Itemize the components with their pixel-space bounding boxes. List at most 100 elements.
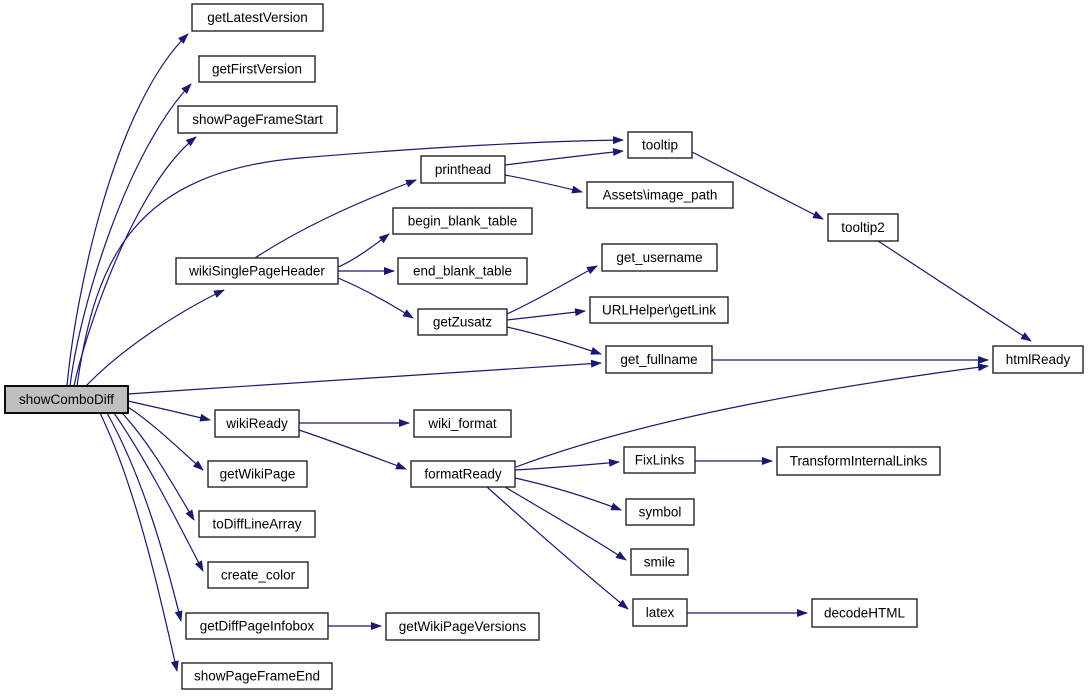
node-label-urlhelper_getlink: URLHelper\getLink [602,303,716,318]
node-end_blank_table[interactable]: end_blank_table [397,257,528,285]
node-box-get_fullname[interactable] [605,345,713,374]
node-toDiffLineArray[interactable]: toDiffLineArray [198,510,316,538]
node-box-latex[interactable] [632,598,688,627]
node-formatReady[interactable]: formatReady [410,460,516,488]
edge-getZusatz-to-get_fullname [506,326,602,355]
node-TransformInternalLinks[interactable]: TransformInternalLinks [776,446,941,476]
node-latex[interactable]: latex [632,598,688,627]
edge-showComboDiff-to-getLatestVersion [66,33,189,387]
node-box-wikiSinglePageHeader[interactable] [175,257,339,285]
edge-wikiSinglePageHeader-to-getZusatz [337,277,414,319]
node-box-get_username[interactable] [601,243,718,272]
node-htmlReady[interactable]: htmlReady [992,345,1084,374]
node-box-getWikiPage[interactable] [207,460,308,488]
edge-tooltip2-to-htmlReady [877,240,1032,342]
node-box-wiki_format[interactable] [413,409,512,438]
node-smile[interactable]: smile [630,548,689,576]
node-label-decodeHTML: decodeHTML [824,606,906,621]
node-box-showPageFrameEnd[interactable] [181,662,333,690]
edge-tooltip-to-tooltip2 [691,151,824,220]
node-box-showPageFrameStart[interactable] [177,105,338,134]
edge-wikiReady-to-formatReady [298,429,407,470]
edge-showComboDiff-to-getFirstVersion [69,83,192,387]
edge-showComboDiff-to-tooltip [76,136,624,387]
node-assets_image_path[interactable]: Assets\image_path [586,181,734,209]
edge-printhead-to-tooltip [504,148,624,166]
node-box-tooltip2[interactable] [827,213,899,242]
node-showPageFrameEnd[interactable]: showPageFrameEnd [181,662,333,690]
node-label-assets_image_path: Assets\image_path [603,188,718,203]
node-box-symbol[interactable] [625,498,695,526]
node-box-getLatestVersion[interactable] [191,3,324,32]
node-box-create_color[interactable] [207,561,309,589]
node-box-tooltip[interactable] [627,131,693,159]
edge-getZusatz-to-urlhelper_getlink [506,308,586,321]
node-label-getWikiPageVersions: getWikiPageVersions [399,619,527,634]
node-box-smile[interactable] [630,548,689,576]
node-box-toDiffLineArray[interactable] [198,510,316,538]
edge-showComboDiff-to-wikiReady [127,400,211,422]
node-getFirstVersion[interactable]: getFirstVersion [198,55,316,83]
edge-showComboDiff-to-showPageFrameEnd [99,412,179,672]
node-box-urlhelper_getlink[interactable] [589,296,729,324]
edge-showComboDiff-to-getDiffPageInfobox [106,412,183,622]
edge-showComboDiff-to-get_fullname [127,359,602,395]
node-urlhelper_getlink[interactable]: URLHelper\getLink [589,296,729,324]
node-box-formatReady[interactable] [410,460,516,488]
node-box-wikiReady[interactable] [214,409,300,438]
node-box-assets_image_path[interactable] [586,181,734,209]
node-label-smile: smile [644,555,676,570]
node-box-decodeHTML[interactable] [811,598,918,628]
node-getWikiPageVersions[interactable]: getWikiPageVersions [385,612,540,641]
node-decodeHTML[interactable]: decodeHTML [811,598,918,628]
node-label-get_username: get_username [616,250,702,265]
node-get_fullname[interactable]: get_fullname [605,345,713,374]
node-label-wiki_format: wiki_format [427,416,497,431]
node-label-htmlReady: htmlReady [1006,352,1071,367]
node-box-getDiffPageInfobox[interactable] [185,612,329,640]
node-label-FixLinks: FixLinks [635,453,685,468]
node-printhead[interactable]: printhead [420,155,506,184]
edge-formatReady-to-FixLinks [514,458,620,471]
node-wiki_format[interactable]: wiki_format [413,409,512,438]
node-label-getDiffPageInfobox: getDiffPageInfobox [200,619,315,634]
node-box-FixLinks[interactable] [623,446,696,474]
node-symbol[interactable]: symbol [625,498,695,526]
node-box-TransformInternalLinks[interactable] [776,446,941,476]
node-FixLinks[interactable]: FixLinks [623,446,696,474]
node-box-begin_blank_table[interactable] [392,207,533,235]
node-label-getZusatz: getZusatz [433,315,493,330]
node-getWikiPage[interactable]: getWikiPage [207,460,308,488]
node-label-tooltip: tooltip [642,138,678,153]
node-wikiReady[interactable]: wikiReady [214,409,300,438]
edge-formatReady-to-htmlReady [515,363,989,468]
node-create_color[interactable]: create_color [207,561,309,589]
node-label-showPageFrameEnd: showPageFrameEnd [194,669,320,684]
node-box-printhead[interactable] [420,155,506,184]
edge-showComboDiff-to-getWikiPage [127,406,204,471]
node-getZusatz[interactable]: getZusatz [417,308,508,336]
node-box-getFirstVersion[interactable] [198,55,316,83]
node-getLatestVersion[interactable]: getLatestVersion [191,3,324,32]
node-box-htmlReady[interactable] [992,345,1084,374]
node-box-getWikiPageVersions[interactable] [385,612,540,641]
node-label-getFirstVersion: getFirstVersion [212,62,302,77]
node-wikiSinglePageHeader[interactable]: wikiSinglePageHeader [175,257,339,285]
node-showPageFrameStart[interactable]: showPageFrameStart [177,105,338,134]
node-label-getLatestVersion: getLatestVersion [207,10,308,25]
node-label-toDiffLineArray: toDiffLineArray [212,517,301,532]
node-label-getWikiPage: getWikiPage [220,467,296,482]
node-box-getZusatz[interactable] [417,308,508,336]
node-getDiffPageInfobox[interactable]: getDiffPageInfobox [185,612,329,640]
node-label-formatReady: formatReady [424,467,502,482]
node-showComboDiff: showComboDiff [4,385,129,414]
node-get_username[interactable]: get_username [601,243,718,272]
node-begin_blank_table[interactable]: begin_blank_table [392,207,533,235]
node-box-end_blank_table[interactable] [397,257,528,285]
edge-formatReady-to-symbol [514,477,622,511]
node-tooltip[interactable]: tooltip [627,131,693,159]
edge-formatReady-to-smile [504,486,627,561]
node-tooltip2[interactable]: tooltip2 [827,213,899,242]
